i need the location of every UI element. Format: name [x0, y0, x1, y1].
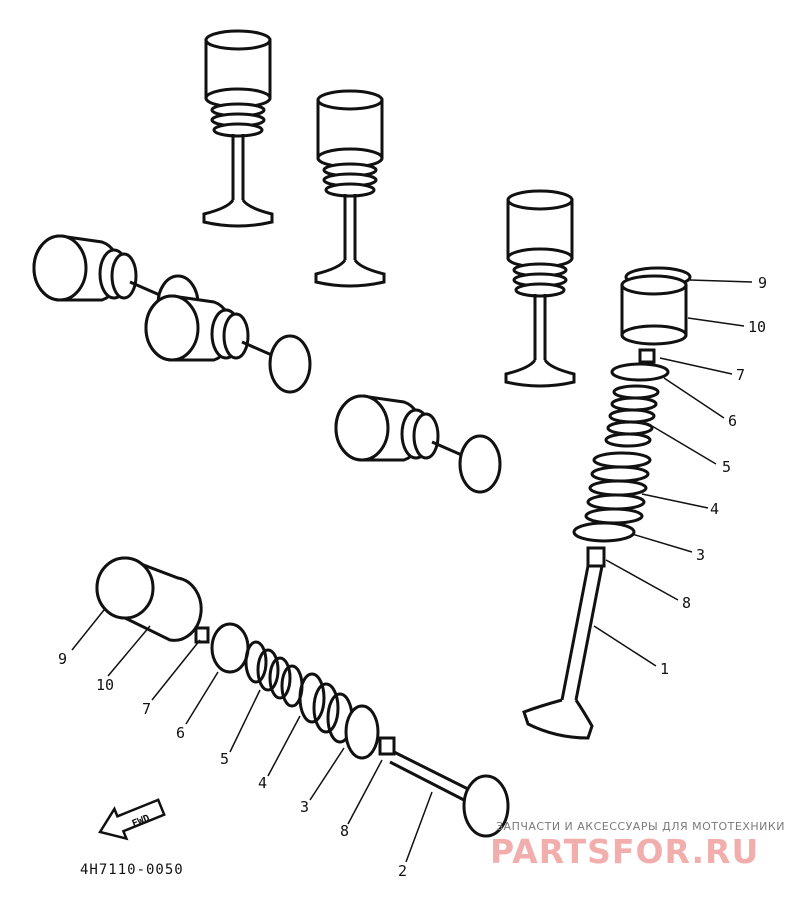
callout-left-9: 9: [58, 650, 68, 668]
callout-left-3: 3: [300, 798, 310, 816]
valve-assembly-upright: [504, 189, 576, 388]
exploded-valve-right: [522, 266, 692, 740]
callout-right-4: 4: [710, 500, 720, 518]
callout-left-7: 7: [142, 700, 152, 718]
leader-lines-left: [71, 609, 433, 863]
callout-left-10: 10: [96, 676, 115, 694]
valve-assembly-upright: [202, 29, 274, 228]
exploded-valve-left: [95, 556, 510, 838]
callout-right-10: 10: [748, 318, 767, 336]
valve-assembly-upright: [314, 89, 386, 288]
callout-left-8: 8: [340, 822, 350, 840]
callout-left-6: 6: [176, 724, 186, 742]
leader-lines-right: [593, 279, 753, 667]
watermark-tagline: ЗАПЧАСТИ И АКСЕССУАРЫ ДЛЯ МОТОТЕХНИКИ: [496, 820, 785, 833]
callout-right-3: 3: [696, 546, 706, 564]
callout-left-5: 5: [220, 750, 230, 768]
callout-right-5: 5: [722, 458, 732, 476]
callout-left-4: 4: [258, 774, 268, 792]
callout-left-2: 2: [398, 862, 408, 880]
callout-right-7: 7: [736, 366, 746, 384]
diagram-code: 4H7110-0050: [80, 862, 184, 878]
valve-assembly-sideways: [144, 294, 312, 394]
watermark-brand: PARTSFOR.RU: [490, 832, 760, 871]
callout-right-1: 1: [660, 660, 670, 678]
callout-right-6: 6: [728, 412, 738, 430]
callout-right-9: 9: [758, 274, 768, 292]
valve-assembly-sideways: [334, 394, 502, 494]
callout-right-8: 8: [682, 594, 692, 612]
fwd-arrow-icon: [98, 798, 166, 841]
